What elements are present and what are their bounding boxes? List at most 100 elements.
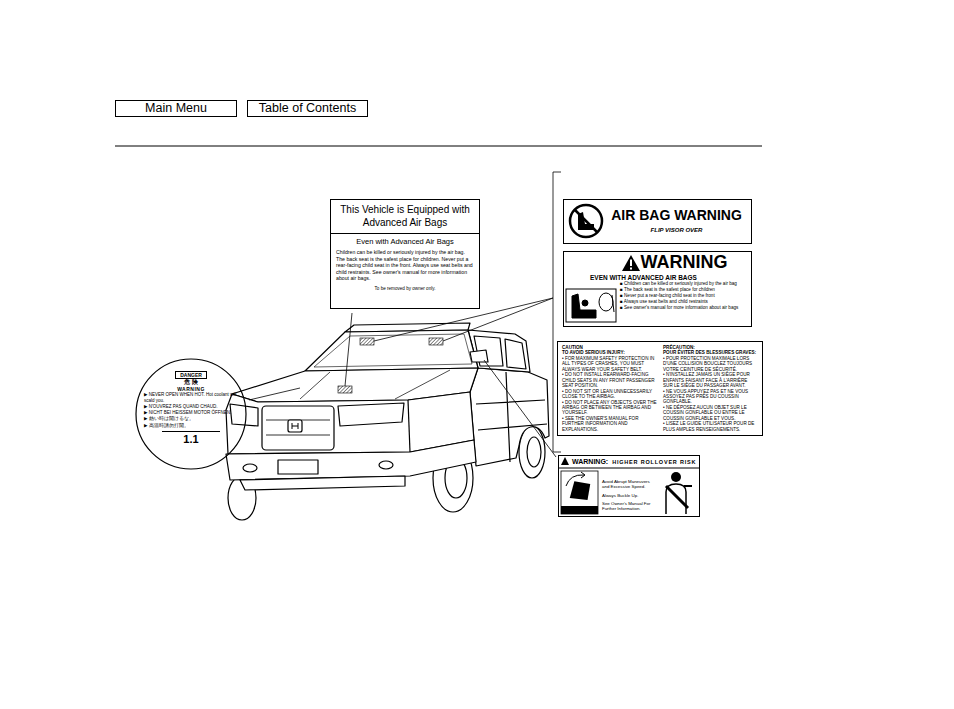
truck-illustration [262, 406, 334, 450]
truck-illustration [408, 400, 410, 452]
truck-illustration [476, 372, 547, 462]
label-text: Children can be killed or seriously inju… [336, 249, 474, 282]
rollover-icons [561, 506, 598, 514]
warning-triangle [622, 255, 640, 271]
airbag-label: This Vehicle is Equipped with Advanced A… [330, 199, 480, 309]
truck-illustration [300, 370, 450, 399]
label-text: HIGHER ROLLOVER RISK [612, 456, 696, 468]
no-child-seat-icon [575, 210, 597, 232]
truck-illustration [243, 464, 257, 472]
truck-illustration [226, 440, 476, 480]
truck-illustration [226, 392, 474, 454]
label-text: Main Menu [145, 101, 207, 116]
no-child-seat-icon [570, 205, 602, 237]
warning-label: WARNINGEVEN WITH ADVANCED AIR BAGS■ Chil… [563, 251, 752, 327]
warning-triangle [630, 268, 632, 270]
airbag-child-seat-icon [612, 295, 614, 312]
label-text: 危 険 [144, 379, 238, 386]
label-text: This Vehicle is Equipped with Advanced A… [331, 203, 479, 234]
label-text: ■ The back seat is the safest place for … [620, 287, 748, 292]
airbag-child-seat-icon [566, 289, 616, 322]
label-text: Even with Advanced Air Bags [336, 237, 474, 246]
label-text: ▶ 熱い時は開けるな。 [144, 416, 238, 421]
rollover-icons [566, 475, 584, 486]
rollover-icons [666, 486, 688, 508]
label-text: DANGER [175, 371, 207, 379]
rollover-icons [558, 468, 700, 469]
label-text: 1.1 [162, 431, 220, 445]
label-text: • FOR MAXIMUM SAFETY PROTECTION IN ALL T… [562, 356, 657, 372]
label-text: ▶ N'OUVREZ PAS QUAND CHAUD. [144, 404, 238, 409]
truck-illustration [288, 420, 302, 432]
danger-circle-outline [136, 359, 246, 469]
label-text: PRÉCAUTION: [663, 345, 758, 350]
label-text: EVEN WITH ADVANCED AIR BAGS [590, 274, 748, 281]
truck-illustration [292, 423, 298, 429]
label-location [360, 338, 374, 345]
label-text: Always Buckle Up. [602, 493, 654, 498]
label-text: • SEE THE OWNER'S MANUAL FOR FURTHER INF… [562, 416, 657, 432]
label-text: • DO NOT INSTALL REARWARD-FACING CHILD S… [562, 372, 657, 388]
label-text: POUR ÉVITER DES BLESSURES GRAVES: [663, 350, 758, 355]
label-text: ▶ NEVER OPEN WHEN HOT. Hot coolant will … [144, 392, 238, 403]
no-child-seat-icon [570, 205, 602, 237]
caution-label: CAUTIONTO AVOID SERIOUS INJURY:• FOR MAX… [557, 341, 763, 436]
rollover-icons [565, 477, 595, 506]
truck-illustration [240, 476, 405, 490]
rollover-icons [581, 472, 585, 478]
truck-illustration [379, 461, 393, 469]
column-wrap: CAUTIONTO AVOID SERIOUS INJURY:• FOR MAX… [562, 345, 758, 432]
truck-illustration [266, 420, 330, 435]
label-text: WARNING [620, 253, 748, 273]
label-text: • N'INSTALLEZ JAMAIS UN SIÈGE POUR ENFAN… [663, 372, 758, 388]
airbag-child-seat-icon [582, 300, 588, 306]
warning-triangle [630, 260, 632, 267]
truck-illustration [338, 403, 404, 426]
rollover-icons [684, 485, 692, 487]
label-text: AIR BAG WARNING [606, 208, 747, 223]
leader-line [249, 388, 300, 400]
text-holder: Table of Contents [259, 101, 356, 116]
label-location [338, 386, 352, 393]
label-text: ■ Children can be killed or seriously in… [620, 281, 748, 286]
visor-label: AIR BAG WARNINGFLIP VISOR OVER [563, 199, 752, 244]
nav-button: Table of Contents [247, 100, 368, 117]
airbag-child-seat-icon [572, 294, 596, 318]
text-holder: Main Menu [145, 101, 207, 116]
leader-line [484, 360, 556, 457]
truck-illustration [230, 404, 258, 426]
leader-line [345, 313, 352, 386]
text-column: PRÉCAUTION:POUR ÉVITER DES BLESSURES GRA… [663, 345, 758, 432]
page-rule [115, 146, 762, 147]
truck-illustration [505, 339, 526, 369]
rollover-icons [558, 457, 700, 514]
text-column: CAUTIONTO AVOID SERIOUS INJURY:• FOR MAX… [562, 345, 657, 432]
label-text: • DO NOT PLACE ANY OBJECTS OVER THE AIRB… [562, 400, 657, 416]
label-text: • DO NOT SIT OR LEAN UNNECESSARILY CLOSE… [562, 389, 657, 400]
label-location [338, 338, 443, 393]
label-text: • POUR PROTECTION MAXIMALE LORS D'UNE CO… [663, 356, 758, 372]
leader-line [249, 172, 561, 457]
label-text: WARNING: [559, 456, 608, 468]
label-location [429, 338, 443, 345]
nav-button: Main Menu [115, 100, 237, 117]
rollover-icons [561, 457, 569, 465]
truck-illustration [470, 350, 488, 362]
label-text: ■ See owner's manual for more informatio… [620, 305, 748, 310]
label-text: To be removed by owner only. [336, 286, 474, 291]
airbag-child-seat-icon [566, 289, 616, 322]
rollover-icons [561, 471, 598, 514]
truck-illustration [470, 368, 549, 466]
leader-line [443, 298, 553, 341]
page-rule [115, 146, 762, 147]
leader-line [374, 298, 553, 341]
label-text: See Owner's Manual For Further Informati… [602, 501, 654, 512]
rollover-label: WARNING: HIGHER ROLLOVER RISK Avoid Abrupt… [558, 455, 700, 517]
label-text: • NE DÉPOSEZ AUCUN OBJET SUR LE COUSSIN … [663, 405, 758, 421]
truck-illustration [527, 437, 541, 467]
truck-illustration [305, 330, 478, 371]
label-text: Avoid Abrupt Maneuvers and Excessive Spe… [602, 479, 654, 490]
